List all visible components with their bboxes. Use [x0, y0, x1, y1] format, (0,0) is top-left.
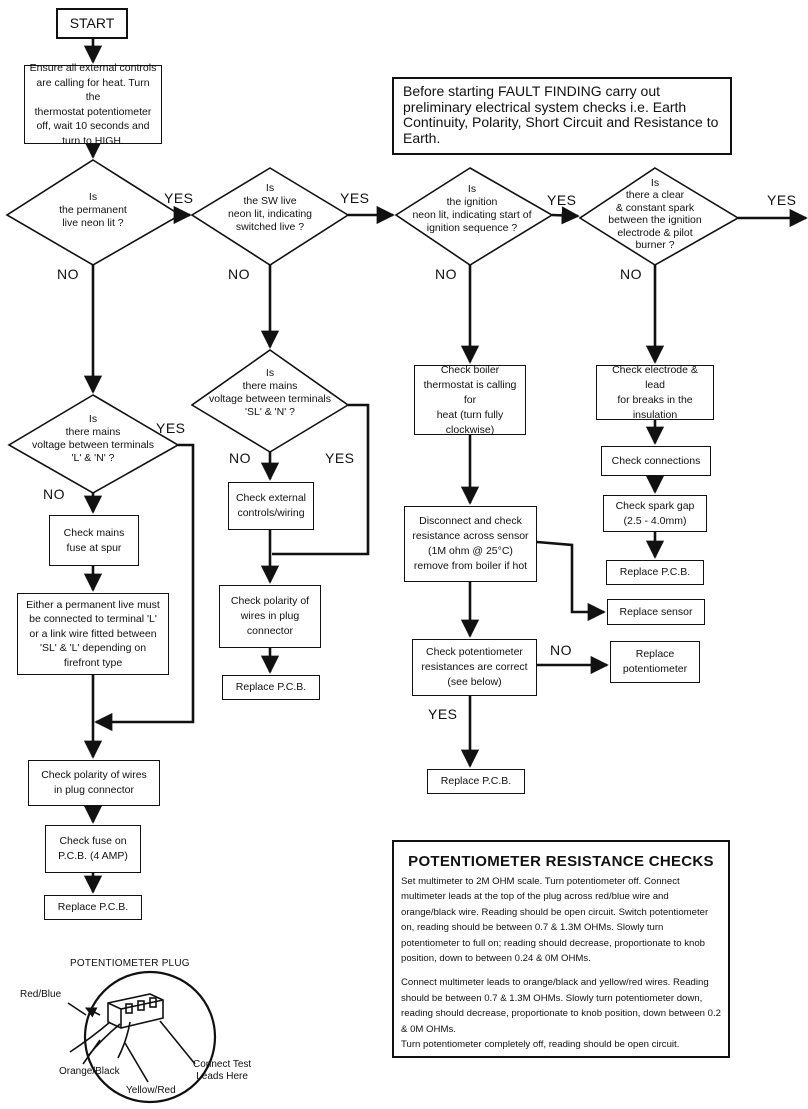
- disconnect-sensor-step: Disconnect and check resistance across s…: [404, 506, 537, 582]
- check-connections-step: Check connections: [601, 446, 711, 476]
- label-yes-spark: YES: [767, 192, 797, 208]
- plug-label-orange-black: Orange/Black: [59, 1066, 120, 1077]
- label-no-spark: NO: [620, 266, 642, 282]
- check-mains-fuse-step: Check mains fuse at spur: [49, 515, 139, 566]
- question-mains-sl-n: Is there mains voltage between terminals…: [209, 367, 331, 418]
- label-yes-ignition: YES: [547, 192, 577, 208]
- question-sw-live: Is the SW live neon lit, indicating swit…: [227, 182, 313, 233]
- label-yes-mains-l-n: YES: [156, 420, 186, 436]
- check-polarity-wires-step: Check polarity of wires in plug connecto…: [219, 585, 321, 648]
- potentiometer-checks-title: POTENTIOMETER RESISTANCE CHECKS: [408, 853, 714, 870]
- replace-sensor-step: Replace sensor: [607, 599, 705, 625]
- potentiometer-plug-title: POTENTIOMETER PLUG: [70, 958, 190, 969]
- label-no-mains-sl-n: NO: [229, 450, 251, 466]
- replace-potentiometer-step: Replace potentiometer: [610, 641, 700, 683]
- label-yes-mains-sl-n: YES: [325, 450, 355, 466]
- check-boiler-thermostat-step: Check boiler thermostat is calling for h…: [414, 364, 526, 436]
- potentiometer-plug-illustration: [67, 970, 217, 1104]
- replace-pcb-step-1: Replace P.C.B.: [44, 895, 142, 920]
- preliminary-checks-notice: Before starting FAULT FINDING carry out …: [392, 77, 732, 155]
- question-ignition: Is the ignition neon lit, indicating sta…: [412, 183, 532, 234]
- check-polarity-plug-step: Check polarity of wires in plug connecto…: [28, 760, 160, 806]
- permanent-live-note-step: Either a permanent live must be connecte…: [17, 593, 169, 675]
- label-no-potentiometer: NO: [550, 642, 572, 658]
- start-box: START: [56, 8, 128, 39]
- potentiometer-checks-para-2: Connect multimeter leads to orange/black…: [401, 977, 722, 1035]
- label-yes-sw-live: YES: [340, 190, 370, 206]
- label-no-sw-live: NO: [228, 266, 250, 282]
- check-external-controls-step: Check external controls/wiring: [228, 482, 314, 530]
- replace-pcb-step-3: Replace P.C.B.: [427, 769, 525, 794]
- ensure-controls-step: Ensure all external controls are calling…: [24, 62, 162, 147]
- check-spark-gap-step: Check spark gap (2.5 - 4.0mm): [603, 495, 707, 532]
- check-electrode-step: Check electrode & lead for breaks in the…: [596, 364, 714, 421]
- label-yes-permanent-live: YES: [164, 190, 194, 206]
- question-permanent-live: Is the permanent live neon lit ?: [59, 190, 127, 229]
- label-yes-potentiometer: YES: [428, 706, 458, 722]
- question-spark: Is there a clear & constant spark betwee…: [608, 176, 702, 252]
- label-no-ignition: NO: [435, 266, 457, 282]
- replace-pcb-step-4: Replace P.C.B.: [606, 560, 704, 585]
- potentiometer-checks-panel: POTENTIOMETER RESISTANCE CHECKS Set mult…: [392, 840, 730, 1058]
- plug-label-red-blue: Red/Blue: [20, 989, 62, 1000]
- check-potentiometer-step: Check potentiometer resistances are corr…: [412, 639, 537, 696]
- potentiometer-checks-para-1: Set multimeter to 2M OHM scale. Turn pot…: [401, 876, 709, 965]
- potentiometer-checks-para-3: Turn potentiometer completely off, readi…: [401, 1039, 680, 1051]
- question-mains-l-n: Is there mains voltage between terminals…: [32, 413, 154, 464]
- check-fuse-pcb-step: Check fuse on P.C.B. (4 AMP): [45, 825, 141, 873]
- plug-label-connect-test: Connect Test Leads Here: [193, 1059, 252, 1082]
- replace-pcb-step-2: Replace P.C.B.: [222, 675, 320, 700]
- plug-label-yellow-red: Yellow/Red: [126, 1085, 176, 1096]
- label-no-mains-l-n: NO: [43, 486, 65, 502]
- label-no-permanent-live: NO: [57, 266, 79, 282]
